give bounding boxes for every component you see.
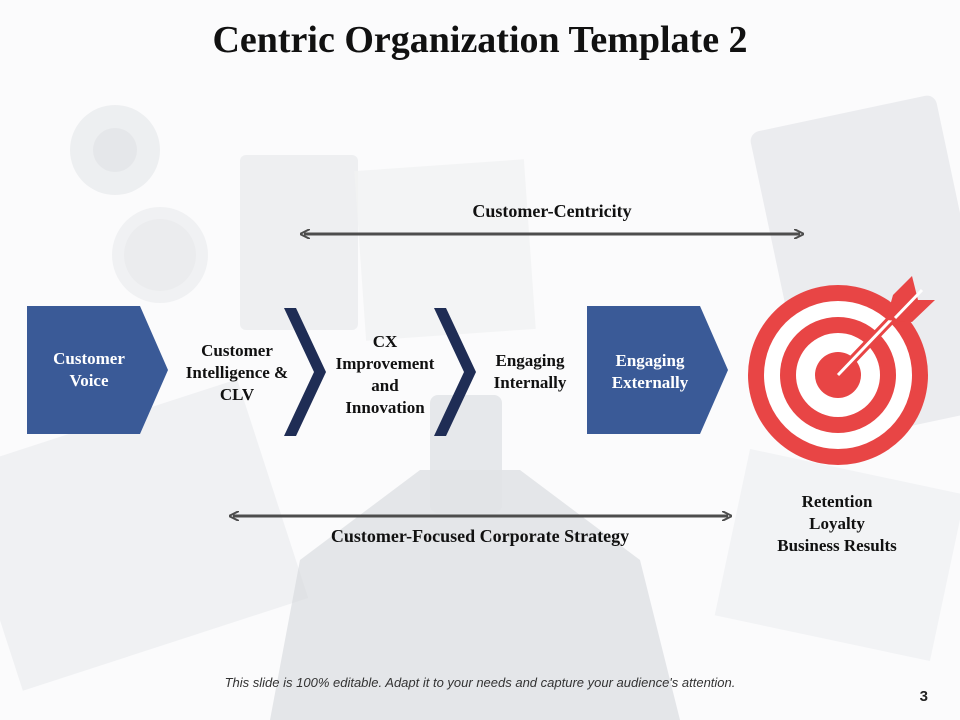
plant-decoration xyxy=(70,105,160,195)
step-separator-2 xyxy=(434,308,476,436)
step-1-chevron xyxy=(27,306,168,434)
customer-centricity-label: Customer-Centricity xyxy=(472,201,632,221)
target-icon xyxy=(748,276,935,465)
paper-decoration xyxy=(354,159,536,341)
slide-title: Centric Organization Template 2 xyxy=(212,19,748,61)
result-loyalty: Loyalty xyxy=(809,514,865,533)
calculator-decoration xyxy=(240,155,358,330)
coffee-cup-decoration xyxy=(112,207,208,303)
person-sleeve-decoration xyxy=(270,470,680,720)
page-number: 3 xyxy=(919,688,928,705)
newspaper-decoration xyxy=(0,379,309,691)
footer-note: This slide is 100% editable. Adapt it to… xyxy=(224,675,736,690)
step-5-chevron xyxy=(587,306,728,434)
corporate-strategy-label: Customer-Focused Corporate Strategy xyxy=(330,526,630,546)
step-separator-1 xyxy=(284,308,326,436)
result-retention: Retention xyxy=(801,492,873,511)
results-text: Retention Loyalty Business Results xyxy=(752,491,922,557)
result-business-results: Business Results xyxy=(777,536,897,555)
document-decoration xyxy=(714,448,960,662)
